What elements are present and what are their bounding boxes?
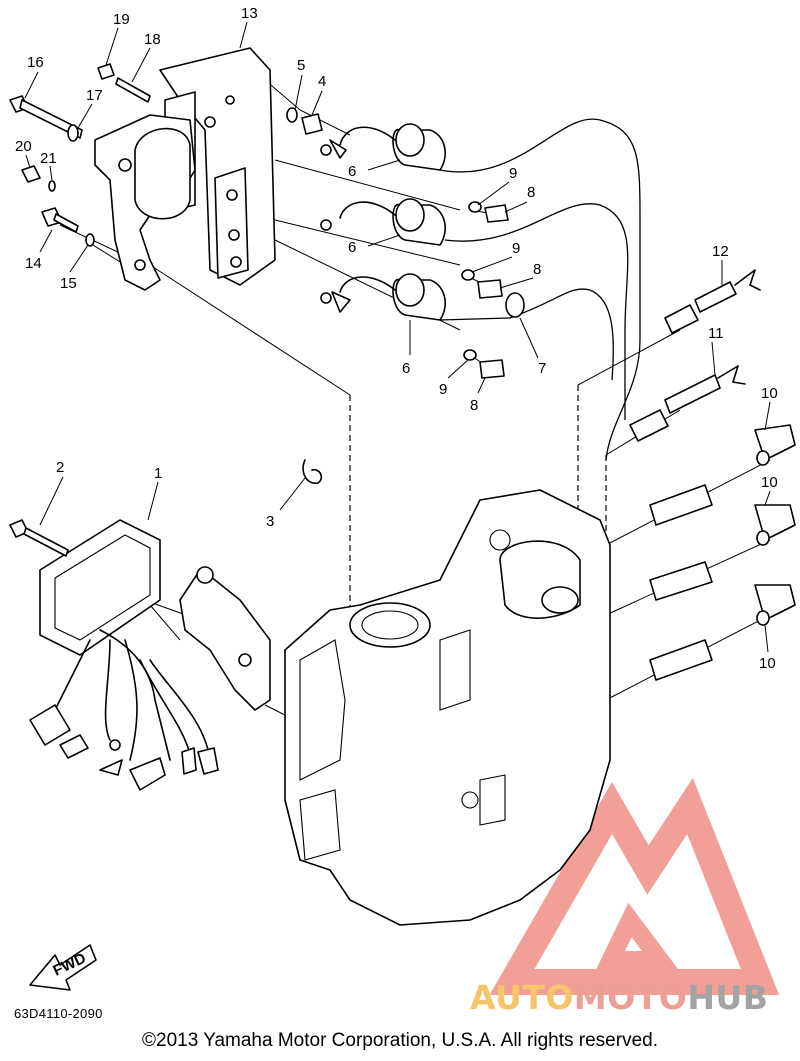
mount-plate bbox=[179, 566, 271, 711]
callout-10-middle: 10 bbox=[761, 474, 778, 491]
coil-bolts bbox=[461, 201, 509, 379]
callout-11: 11 bbox=[708, 325, 724, 342]
callout-10-bottom: 10 bbox=[759, 655, 776, 672]
callout-21: 21 bbox=[40, 150, 57, 167]
callout-16: 16 bbox=[27, 54, 44, 71]
callout-5: 5 bbox=[297, 57, 305, 74]
wire-clip bbox=[302, 459, 323, 484]
callout-19: 19 bbox=[113, 11, 130, 28]
callout-8-middle: 8 bbox=[533, 261, 541, 278]
callout-leaders bbox=[24, 21, 771, 653]
logo-part-hub: HUB bbox=[687, 978, 769, 1017]
grommet bbox=[505, 292, 525, 318]
callout-6-bottom: 6 bbox=[402, 360, 410, 377]
callout-10-top: 10 bbox=[761, 385, 778, 402]
callout-9-top: 9 bbox=[509, 165, 517, 182]
callout-12: 12 bbox=[712, 243, 729, 260]
callout-15: 15 bbox=[60, 275, 77, 292]
callout-8-bottom: 8 bbox=[470, 397, 478, 414]
callout-9-middle: 9 bbox=[512, 240, 520, 257]
callout-7: 7 bbox=[538, 360, 546, 377]
callout-20: 20 bbox=[15, 138, 32, 155]
callout-2: 2 bbox=[56, 459, 64, 476]
copyright-notice: ©2013 Yamaha Motor Corporation, U.S.A. A… bbox=[142, 1030, 658, 1051]
ignition-coils bbox=[320, 123, 525, 321]
callout-1: 1 bbox=[154, 465, 162, 482]
cdi-unit bbox=[9, 519, 219, 791]
spark-plugs bbox=[649, 424, 796, 681]
logo-part-auto: AUTO bbox=[470, 978, 574, 1017]
bolts-left bbox=[9, 63, 323, 247]
automotohub-logo-text: AUTOMOTOHUB bbox=[470, 978, 768, 1017]
callout-6-middle: 6 bbox=[348, 239, 356, 256]
callout-13: 13 bbox=[241, 5, 258, 22]
callout-numbers: 1 2 3 4 5 6 6 6 7 8 8 8 9 9 9 10 10 10 1… bbox=[15, 5, 778, 672]
logo-part-moto: MOTO bbox=[573, 978, 688, 1017]
coil-wires bbox=[439, 118, 641, 461]
callout-18: 18 bbox=[144, 31, 161, 48]
callout-6-top: 6 bbox=[348, 163, 356, 180]
diagram-code: 63D4110-2090 bbox=[14, 1006, 103, 1021]
callout-17: 17 bbox=[86, 87, 103, 104]
callout-9-bottom: 9 bbox=[439, 381, 447, 398]
callout-4: 4 bbox=[318, 73, 326, 90]
ignition-coil-bottom bbox=[320, 273, 446, 321]
fwd-arrow-icon: FWD bbox=[29, 944, 97, 991]
callout-8-top: 8 bbox=[527, 184, 535, 201]
mount-bracket bbox=[94, 114, 196, 291]
callout-3: 3 bbox=[266, 513, 274, 530]
automotohub-logo-icon bbox=[489, 777, 780, 995]
plug-leads bbox=[629, 269, 761, 442]
ignition-coil-middle bbox=[320, 198, 446, 246]
ignition-coil-top bbox=[320, 123, 446, 171]
callout-14: 14 bbox=[25, 255, 42, 272]
engine-block bbox=[284, 489, 611, 926]
